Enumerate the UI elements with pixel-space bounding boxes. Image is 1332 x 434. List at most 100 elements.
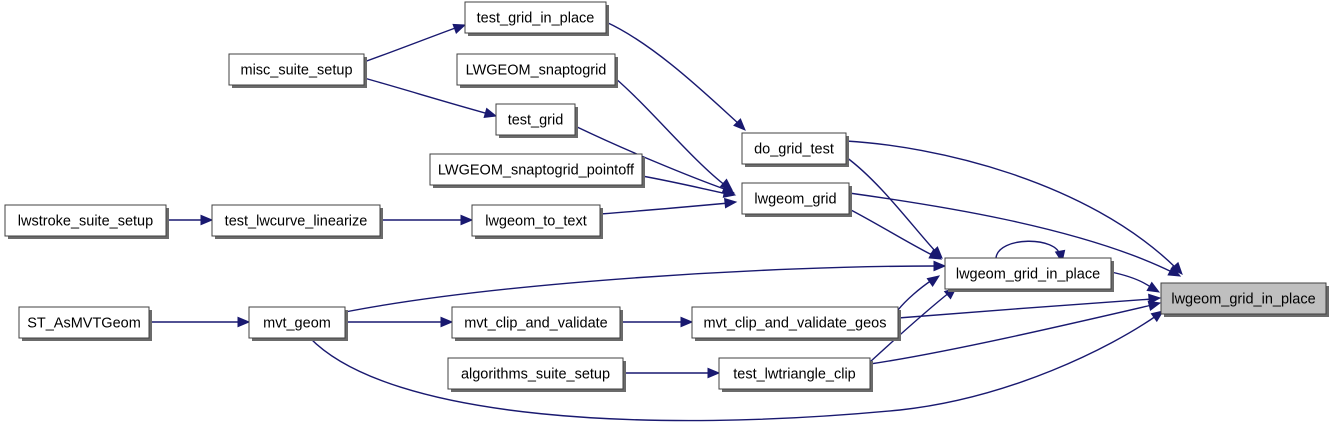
edge-line <box>897 279 933 311</box>
node-box[interactable] <box>451 306 621 339</box>
node-mvt_clip_and_validate[interactable]: mvt_clip_and_validate <box>451 306 623 341</box>
node-mvt_geom[interactable]: mvt_geom <box>248 306 348 341</box>
edge-misc_suite_setup-to-test_grid <box>363 77 498 118</box>
edge-line <box>848 192 1173 273</box>
node-label: lwgeom_grid_in_place <box>956 266 1100 282</box>
edge-line <box>363 26 459 63</box>
node-algorithms_suite_setup[interactable]: algorithms_suite_setup <box>447 357 626 392</box>
arrowhead-icon <box>1146 281 1161 293</box>
edge-line <box>897 298 1153 319</box>
node-label: algorithms_suite_setup <box>461 366 610 382</box>
arrowhead-icon <box>1167 265 1182 277</box>
arrowhead-icon <box>926 275 941 287</box>
node-label: test_grid <box>508 112 564 128</box>
edges-layer <box>149 21 1183 422</box>
node-box[interactable] <box>211 204 381 237</box>
node-test_grid[interactable]: test_grid <box>495 103 578 138</box>
edge-line <box>869 304 1153 365</box>
edge-line <box>995 240 1061 259</box>
node-label: test_lwcurve_linearize <box>225 213 368 229</box>
edge-line <box>309 315 1157 422</box>
node-label: mvt_clip_and_validate <box>464 315 607 331</box>
edge-line <box>614 77 727 187</box>
edge-test_lwtriangle_clip-to-lwgeom_grid_in_place_target <box>869 300 1162 365</box>
edge-misc_suite_setup-to-test_grid_in_place <box>363 23 467 63</box>
node-ST_AsMVTGeom[interactable]: ST_AsMVTGeom <box>18 306 152 341</box>
node-label: LWGEOM_snaptogrid <box>466 62 607 78</box>
node-label: lwstroke_suite_setup <box>18 213 153 229</box>
node-label: LWGEOM_snaptogrid_pointoff <box>438 162 635 178</box>
node-box[interactable] <box>464 1 607 34</box>
node-label: lwgeom_to_text <box>485 213 587 229</box>
node-box[interactable] <box>944 257 1112 290</box>
node-box[interactable] <box>718 357 871 390</box>
node-box[interactable] <box>1160 282 1327 315</box>
edge-lwstroke_suite_setup-to-test_lwcurve_linearize <box>166 214 214 226</box>
node-lwgeom_grid_in_place_target[interactable]: lwgeom_grid_in_place <box>1160 282 1329 317</box>
node-LWGEOM_snaptogrid[interactable]: LWGEOM_snaptogrid <box>456 53 618 88</box>
arrowhead-icon <box>1147 300 1162 311</box>
node-box[interactable] <box>18 306 150 339</box>
edge-mvt_geom-to-lwgeom_grid_in_place_target <box>309 310 1165 422</box>
edge-mvt_geom-to-lwgeom_grid_in_place <box>344 260 947 313</box>
node-label: ST_AsMVTGeom <box>27 315 141 331</box>
arrowhead-icon <box>200 214 214 226</box>
edge-mvt_geom-to-mvt_clip_and_validate <box>345 316 454 328</box>
edge-line <box>869 291 951 363</box>
edge-line <box>574 125 728 191</box>
arrowhead-icon <box>928 248 943 260</box>
node-label: mvt_clip_and_validate_geos <box>704 315 887 331</box>
edge-lwgeom_grid-to-lwgeom_grid_in_place_target <box>848 192 1182 277</box>
node-box[interactable] <box>495 103 576 136</box>
arrowhead-icon <box>722 187 737 198</box>
node-do_grid_test[interactable]: do_grid_test <box>741 132 849 167</box>
edge-test_grid_in_place-to-do_grid_test <box>605 21 746 131</box>
node-label: mvt_geom <box>263 315 331 331</box>
node-box[interactable] <box>447 357 624 390</box>
node-mvt_clip_and_validate_geos[interactable]: mvt_clip_and_validate_geos <box>691 306 901 341</box>
edge-do_grid_test-to-lwgeom_grid_in_place_target <box>845 140 1183 275</box>
edge-line <box>1110 271 1153 289</box>
node-box[interactable] <box>4 204 167 237</box>
node-LWGEOM_snaptogrid_pointoff[interactable]: LWGEOM_snaptogrid_pointoff <box>429 153 645 188</box>
arrowhead-icon <box>707 367 721 379</box>
arrowhead-icon <box>452 23 467 34</box>
node-lwgeom_to_text[interactable]: lwgeom_to_text <box>471 204 603 239</box>
node-misc_suite_setup[interactable]: misc_suite_setup <box>228 53 367 88</box>
edge-line <box>845 156 937 253</box>
node-label: misc_suite_setup <box>240 62 352 78</box>
node-lwstroke_suite_setup[interactable]: lwstroke_suite_setup <box>4 204 169 239</box>
node-test_lwcurve_linearize[interactable]: test_lwcurve_linearize <box>211 204 383 239</box>
node-lwgeom_grid[interactable]: lwgeom_grid <box>741 182 852 217</box>
edge-LWGEOM_snaptogrid_pointoff-to-lwgeom_grid <box>641 175 737 198</box>
node-box[interactable] <box>456 53 616 86</box>
edge-test_lwcurve_linearize-to-lwgeom_to_text <box>380 214 474 226</box>
arrowhead-icon <box>237 316 251 328</box>
edge-ST_AsMVTGeom-to-mvt_geom <box>149 316 251 328</box>
arrowhead-icon <box>483 107 498 118</box>
edge-algorithms_suite_setup-to-test_lwtriangle_clip <box>623 367 721 379</box>
node-label: test_lwtriangle_clip <box>733 366 856 382</box>
node-test_lwtriangle_clip[interactable]: test_lwtriangle_clip <box>718 357 873 392</box>
arrowhead-icon <box>460 214 474 226</box>
arrowhead-icon <box>680 316 694 328</box>
node-box[interactable] <box>248 306 346 339</box>
node-test_grid_in_place[interactable]: test_grid_in_place <box>464 1 609 36</box>
edge-line <box>845 140 1177 269</box>
node-box[interactable] <box>691 306 899 339</box>
node-box[interactable] <box>228 53 365 86</box>
node-label: test_grid_in_place <box>477 10 595 26</box>
edge-mvt_clip_and_validate_geos-to-lwgeom_grid_in_place_target <box>897 293 1162 319</box>
arrowhead-icon <box>733 118 746 131</box>
node-lwgeom_grid_in_place[interactable]: lwgeom_grid_in_place <box>944 257 1114 292</box>
node-box[interactable] <box>429 153 643 186</box>
node-box[interactable] <box>741 182 850 215</box>
edge-line <box>363 77 490 115</box>
edge-lwgeom_grid_in_place-to-lwgeom_grid_in_place_target <box>1110 271 1161 293</box>
node-box[interactable] <box>471 204 601 237</box>
node-box[interactable] <box>741 132 847 165</box>
arrowhead-icon <box>1150 310 1165 323</box>
